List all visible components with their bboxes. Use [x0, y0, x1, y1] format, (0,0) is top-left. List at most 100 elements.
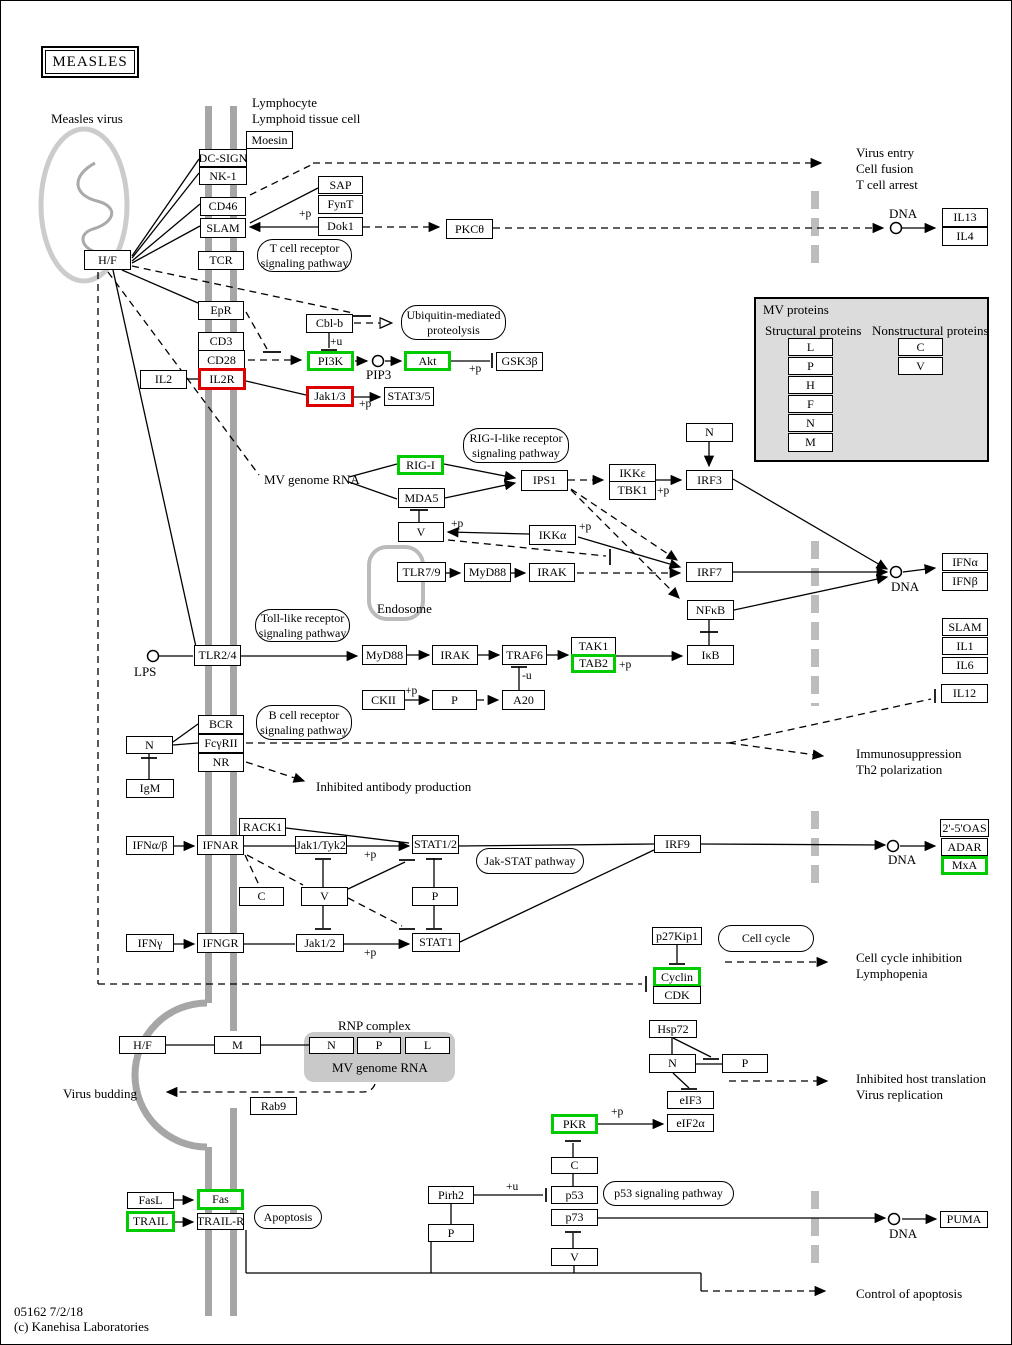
mv-nonstructural-c[interactable]: C: [898, 338, 943, 356]
gene-pkr[interactable]: PKR: [551, 1114, 598, 1134]
gene-fcgrii[interactable]: FcγRII: [198, 734, 244, 753]
gene-tlr2-4[interactable]: TLR2/4: [194, 645, 241, 666]
gene-gsk3b[interactable]: GSK3β: [496, 352, 543, 371]
gene-myd88[interactable]: MyD88: [362, 645, 407, 665]
gene-slam[interactable]: SLAM: [200, 218, 246, 238]
gene-m-budding[interactable]: M: [214, 1036, 261, 1054]
gene-fasl[interactable]: FasL: [127, 1192, 174, 1209]
gene-pirh2[interactable]: Pirh2: [428, 1186, 474, 1204]
pathway-tcr-signaling[interactable]: T cell receptor signaling pathway: [257, 239, 352, 272]
gene-igm[interactable]: IgM: [126, 779, 174, 798]
pathway-toll-like[interactable]: Toll-like receptor signaling pathway: [255, 609, 350, 642]
gene-pi3k[interactable]: PI3K: [307, 351, 354, 371]
pathway-p53[interactable]: p53 signaling pathway: [603, 1181, 734, 1206]
gene-mda5[interactable]: MDA5: [398, 488, 445, 508]
gene-myd88-endo[interactable]: MyD88: [464, 563, 511, 582]
gene-slam-out[interactable]: SLAM: [942, 618, 988, 636]
rnp-l[interactable]: L: [405, 1037, 450, 1054]
gene-hf[interactable]: H/F: [84, 250, 131, 270]
gene-ifnar[interactable]: IFNAR: [197, 835, 244, 855]
gene-jak1tyk2[interactable]: Jak1/Tyk2: [295, 836, 347, 854]
gene-p27kip1[interactable]: p27Kip1: [652, 927, 702, 945]
gene-stat1[interactable]: STAT1: [412, 933, 460, 952]
gene-cd28[interactable]: CD28: [198, 350, 245, 370]
gene-il12[interactable]: IL12: [941, 684, 988, 703]
pathway-cell-cycle[interactable]: Cell cycle: [718, 925, 814, 952]
gene-il1[interactable]: IL1: [942, 637, 988, 655]
gene-cd3[interactable]: CD3: [198, 332, 244, 351]
gene-c-pkr[interactable]: C: [551, 1157, 598, 1174]
gene-dok1[interactable]: Dok1: [318, 217, 363, 236]
pathway-title[interactable]: MEASLES: [41, 46, 139, 78]
rnp-p[interactable]: P: [357, 1037, 401, 1054]
gene-ifngr[interactable]: IFNGR: [197, 933, 244, 953]
mv-structural-f[interactable]: F: [788, 395, 833, 413]
gene-tbk1[interactable]: TBK1: [609, 481, 656, 500]
rnp-n[interactable]: N: [309, 1037, 354, 1054]
gene-v-cyt[interactable]: V: [398, 522, 444, 542]
mv-structural-l[interactable]: L: [788, 338, 833, 356]
gene-p53[interactable]: p53: [551, 1186, 598, 1204]
gene-il13[interactable]: IL13: [942, 208, 988, 227]
gene-ikb[interactable]: IκB: [687, 645, 734, 665]
gene-pkc-theta[interactable]: PKCθ: [446, 219, 493, 239]
gene-p73[interactable]: p73: [551, 1209, 598, 1226]
gene-jak1-2[interactable]: Jak1/2: [296, 934, 344, 952]
gene-ckii[interactable]: CKII: [362, 690, 405, 710]
gene-rig-i[interactable]: RIG-I: [397, 455, 444, 475]
pathway-ubiquitin-proteolysis[interactable]: Ubiquitin-mediated proteolysis: [401, 305, 506, 340]
gene-dc-sign[interactable]: DC-SIGN: [199, 149, 247, 167]
gene-trail[interactable]: TRAIL: [126, 1211, 175, 1232]
gene-a20[interactable]: A20: [502, 690, 545, 710]
gene-v-ifn[interactable]: V: [301, 887, 348, 906]
gene-v-p73[interactable]: V: [551, 1248, 598, 1266]
gene-ikka[interactable]: IKKα: [529, 525, 576, 545]
gene-cd46[interactable]: CD46: [200, 197, 246, 216]
gene-irf3[interactable]: IRF3: [686, 470, 733, 490]
gene-epr[interactable]: EpR: [198, 301, 244, 320]
pathway-apoptosis[interactable]: Apoptosis: [254, 1205, 322, 1229]
mv-structural-m[interactable]: M: [788, 433, 833, 452]
gene-cdk[interactable]: CDK: [653, 986, 701, 1004]
gene-ikke[interactable]: IKKε: [609, 464, 656, 482]
gene-eif3[interactable]: eIF3: [667, 1091, 714, 1109]
gene-tcr[interactable]: TCR: [198, 251, 244, 270]
gene-ifna[interactable]: IFNα: [942, 553, 988, 571]
gene-tab2[interactable]: TAB2: [571, 654, 616, 673]
gene-mxa[interactable]: MxA: [941, 856, 988, 875]
gene-bcr[interactable]: BCR: [198, 715, 244, 734]
gene-cbl-b[interactable]: Cbl-b: [306, 314, 353, 333]
gene-puma[interactable]: PUMA: [940, 1211, 988, 1228]
gene-stat3-5[interactable]: STAT3/5: [384, 387, 434, 406]
gene-adar[interactable]: ADAR: [941, 838, 988, 856]
mv-nonstructural-v[interactable]: V: [898, 357, 943, 375]
gene-p-ckii[interactable]: P: [432, 690, 477, 710]
gene-nr[interactable]: NR: [198, 753, 244, 772]
gene-ifnab[interactable]: IFNα/β: [126, 836, 174, 855]
pathway-bcell[interactable]: B cell receptor signaling pathway: [256, 705, 352, 740]
gene-nk-1[interactable]: NK-1: [199, 167, 247, 185]
gene-p-ifn[interactable]: P: [412, 887, 458, 906]
gene-fas[interactable]: Fas: [197, 1189, 244, 1210]
gene-il4[interactable]: IL4: [942, 227, 988, 246]
gene-n-irf3[interactable]: N: [686, 423, 733, 442]
gene-irak[interactable]: IRAK: [432, 645, 478, 665]
gene-n-host[interactable]: N: [649, 1054, 696, 1073]
gene-traf6[interactable]: TRAF6: [502, 645, 547, 665]
gene-rack1[interactable]: RACK1: [239, 818, 286, 836]
gene-ifnb[interactable]: IFNβ: [942, 572, 988, 591]
pathway-rig-i-like[interactable]: RIG-I-like receptor signaling pathway: [463, 428, 569, 463]
gene-il2r[interactable]: IL2R: [198, 368, 246, 390]
gene-rab9[interactable]: Rab9: [250, 1097, 297, 1115]
gene-cyclin[interactable]: Cyclin: [653, 967, 701, 987]
gene-sap[interactable]: SAP: [318, 176, 363, 194]
gene-il6[interactable]: IL6: [942, 657, 988, 674]
gene-p-pirh2[interactable]: P: [428, 1224, 474, 1242]
gene-fynt[interactable]: FynT: [318, 195, 363, 214]
gene-hsp72[interactable]: Hsp72: [649, 1020, 697, 1038]
gene-p-host[interactable]: P: [722, 1054, 768, 1073]
gene-irak-endo[interactable]: IRAK: [529, 563, 575, 582]
mv-structural-n[interactable]: N: [788, 414, 833, 432]
gene-nfkb[interactable]: NFκB: [687, 600, 734, 620]
pathway-jak-stat[interactable]: Jak-STAT pathway: [476, 848, 584, 874]
